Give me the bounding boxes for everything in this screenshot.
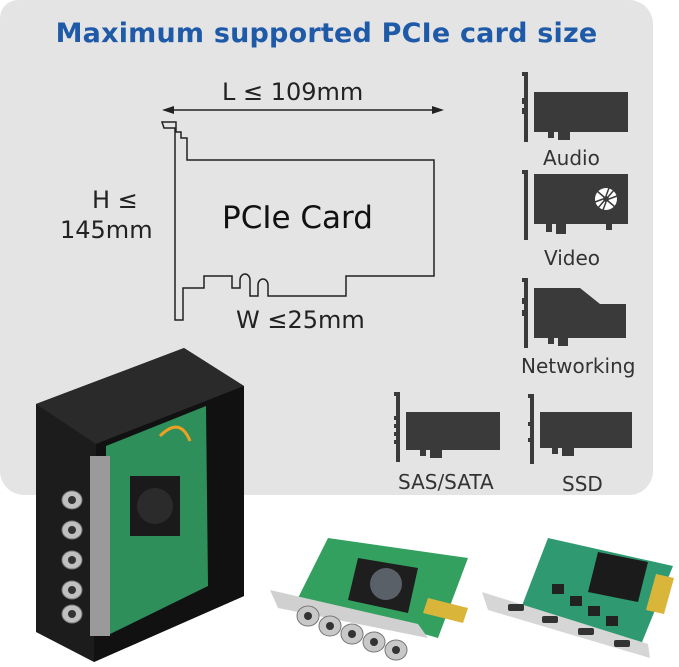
video-card-icon (522, 170, 628, 240)
sdi-capture-card-photo (270, 538, 468, 661)
page-title: Maximum supported PCIe card size (55, 18, 598, 49)
width-label: W ≤25mm (236, 306, 365, 334)
ssd-label: SSD (562, 472, 603, 496)
fan-icon (594, 187, 618, 211)
length-label: L ≤ 109mm (222, 78, 364, 106)
sas-sata-label: SAS/SATA (398, 470, 494, 494)
audio-label: Audio (543, 146, 600, 170)
networking-label: Networking (521, 354, 636, 378)
ssd-card-icon (528, 394, 632, 464)
pcie-card-label: PCIe Card (222, 200, 373, 236)
video-label: Video (544, 246, 601, 270)
hdmi-capture-card-photo (482, 538, 674, 658)
sas-sata-card-icon (394, 392, 500, 462)
height-label-line2: 145mm (60, 216, 153, 244)
enclosure-with-card-photo (36, 348, 244, 662)
audio-card-icon (522, 72, 628, 142)
networking-card-icon (522, 278, 626, 348)
height-label-line1: H ≤ (92, 186, 138, 214)
